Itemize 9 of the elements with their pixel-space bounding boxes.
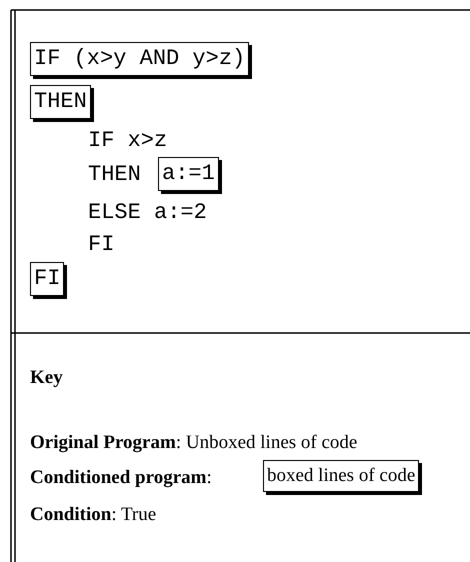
key-entry: Original Program: Unboxed lines of code [30, 431, 358, 455]
code-line: IF x>z [88, 128, 168, 154]
key-entry: Condition: True [30, 503, 156, 527]
boxed-key-sample: boxed lines of code [263, 460, 420, 492]
code-line: THEN [88, 162, 141, 188]
code-line: FI [88, 232, 114, 258]
key-heading: Key [30, 366, 63, 390]
key-entry: Conditioned program: [30, 466, 212, 490]
code-line: ELSE a:=2 [88, 200, 207, 226]
